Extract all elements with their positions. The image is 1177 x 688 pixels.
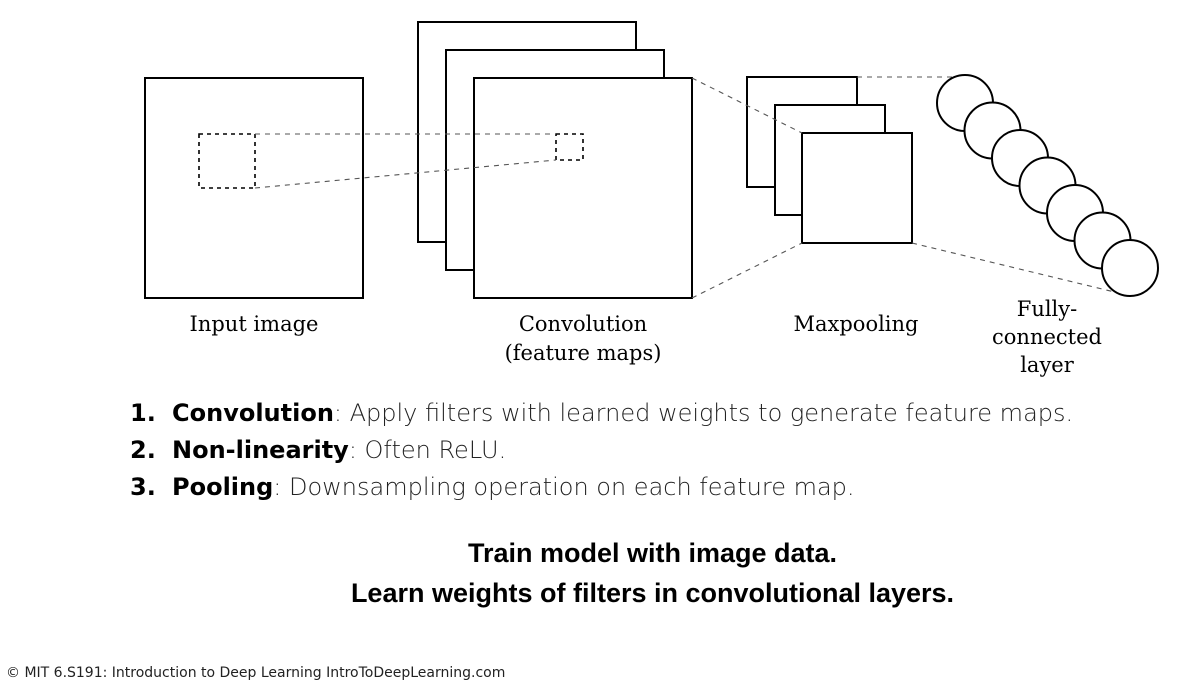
projection-line-bottom — [254, 159, 557, 189]
summary-text: Train model with image data. Learn weigh… — [0, 533, 1177, 613]
step-term: Non-linearity — [172, 436, 349, 464]
step-number: 2. — [130, 436, 156, 464]
step-description: : Downsampling operation on each feature… — [273, 473, 855, 501]
step-number: 3. — [130, 473, 156, 501]
fc-label-line2: connected — [992, 325, 1102, 349]
summary-line: Train model with image data. — [467, 538, 838, 568]
step-term: Pooling — [172, 473, 274, 501]
fc-label-line3: layer — [1020, 353, 1075, 377]
step-item: 2. Non-linearity: Often ReLU. — [130, 432, 1073, 469]
receptive-field — [198, 133, 256, 189]
feature-map-front — [473, 77, 693, 299]
feature-cell — [555, 133, 584, 161]
step-number: 1. — [130, 399, 156, 427]
step-item: 1. Convolution: Apply filters with learne… — [130, 395, 1073, 432]
pool-projection-top — [691, 77, 803, 134]
fc-label-line1: Fully- — [1017, 297, 1078, 321]
step-term: Convolution — [172, 399, 334, 427]
step-description: : Often ReLU. — [348, 436, 507, 464]
pooled-map-front — [801, 132, 913, 244]
step-item: 3. Pooling: Downsampling operation on eac… — [130, 469, 1073, 506]
pool-projection-bottom — [691, 242, 803, 299]
fc-projection-bottom — [911, 242, 1132, 297]
feature-maps-label: (feature maps) — [505, 341, 662, 365]
footer-credit: © MIT 6.S191: Introduction to Deep Learn… — [6, 665, 506, 681]
convolution-label: Convolution — [519, 312, 647, 336]
input-image-label: Input image — [190, 312, 319, 336]
cnn-diagram: Input image Convolution (feature maps) M… — [144, 21, 1159, 377]
neuron-column — [936, 74, 1159, 297]
summary-line: Learn weights of filters in convolutiona… — [350, 578, 955, 608]
step-description: : Apply filters with learned weights to … — [333, 399, 1074, 427]
neuron — [1101, 239, 1159, 297]
steps-list: 1. Convolution: Apply filters with learne… — [130, 395, 1073, 506]
maxpooling-label: Maxpooling — [794, 312, 919, 336]
input-image-box — [144, 77, 364, 299]
